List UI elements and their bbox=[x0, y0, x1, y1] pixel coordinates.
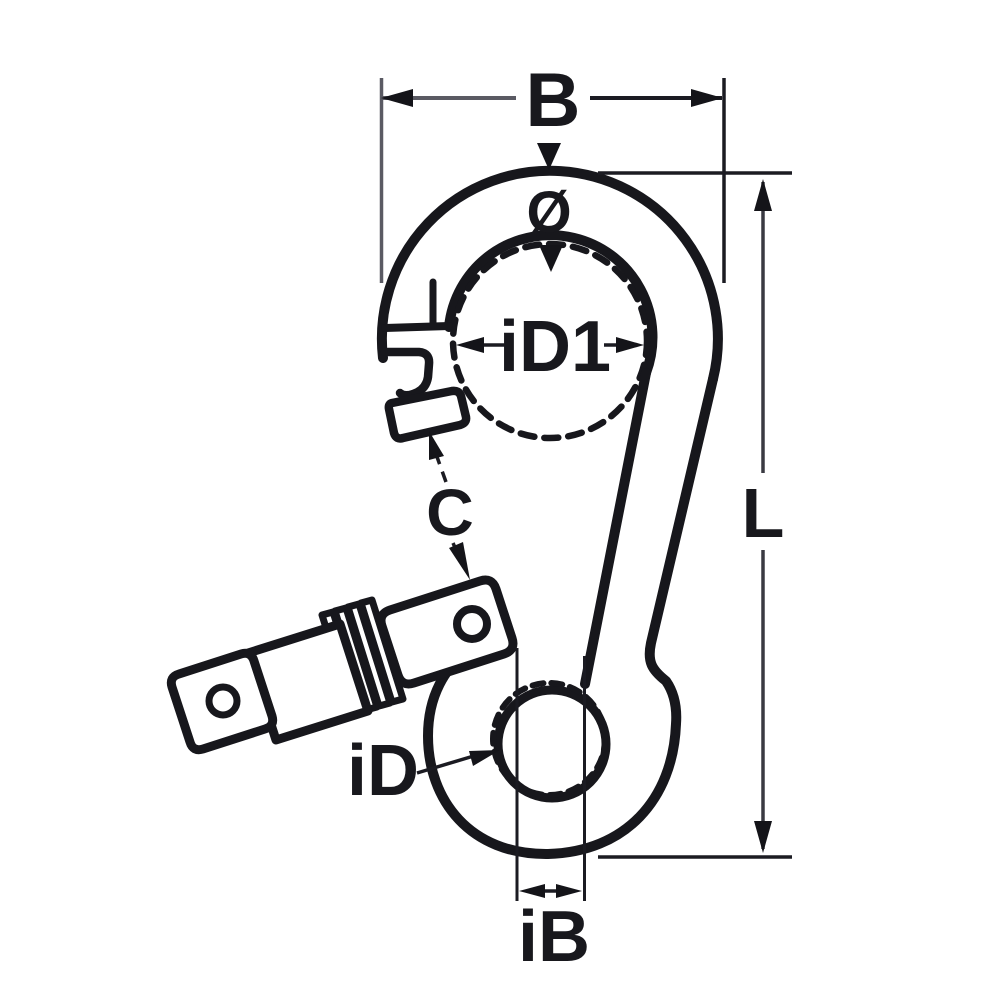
arrow-down-icon bbox=[539, 245, 563, 272]
dim-label-b: B bbox=[526, 58, 581, 143]
dimension-id1: iD1 bbox=[456, 307, 644, 387]
dim-label-c: C bbox=[426, 475, 474, 549]
dim-label-l: L bbox=[742, 474, 785, 552]
arrow-left-icon bbox=[519, 884, 545, 898]
dim-label-diameter: Ø bbox=[526, 180, 571, 245]
arrow-right-icon bbox=[556, 884, 582, 898]
gate-spring-coil bbox=[357, 596, 407, 706]
gate-assembly bbox=[166, 575, 518, 755]
dimension-diameter: Ø bbox=[526, 143, 572, 272]
arrow-right-icon bbox=[691, 89, 723, 107]
dimension-ib: iB bbox=[515, 648, 590, 977]
dimension-id: iD bbox=[347, 731, 500, 811]
dim-label-id: iD bbox=[347, 731, 419, 811]
dimension-l: L bbox=[598, 171, 792, 859]
arrow-up-icon bbox=[754, 179, 772, 211]
arrow-down-icon bbox=[754, 821, 772, 853]
dim-id-leader bbox=[416, 753, 478, 775]
gate-latch-lever-hole bbox=[453, 605, 491, 643]
arrow-down-right-icon bbox=[449, 542, 470, 580]
top-eye-dashed-circle bbox=[449, 240, 651, 442]
arrow-right-icon bbox=[616, 337, 644, 353]
spine-outer-edge-and-bottom-eye bbox=[423, 374, 718, 860]
dimension-b: B bbox=[379, 58, 726, 283]
hook-outer-arc bbox=[376, 165, 723, 384]
gate-latch-lever bbox=[376, 575, 518, 689]
bottom-eye-dashed-circle bbox=[490, 680, 608, 798]
dimension-c: C bbox=[426, 431, 474, 580]
spine-inner-edge bbox=[580, 368, 651, 689]
gate-notch-latch-tab bbox=[384, 386, 471, 443]
dim-label-id1: iD1 bbox=[499, 307, 611, 387]
gate-notch-upper-jaw bbox=[380, 347, 434, 400]
hook-mouth-end-face bbox=[381, 322, 453, 332]
carabiner-body bbox=[376, 165, 723, 860]
arrow-left-icon bbox=[456, 337, 484, 353]
dim-c-leader-upper bbox=[434, 453, 448, 483]
arrow-left-icon bbox=[381, 89, 413, 107]
gate-end-cap-hole bbox=[205, 683, 241, 719]
arrow-right-icon bbox=[469, 750, 500, 766]
arrow-down-icon bbox=[537, 143, 561, 170]
dim-label-ib: iB bbox=[518, 897, 590, 977]
arrow-up-left-icon bbox=[429, 431, 444, 460]
hook-inner-arc bbox=[444, 230, 658, 378]
